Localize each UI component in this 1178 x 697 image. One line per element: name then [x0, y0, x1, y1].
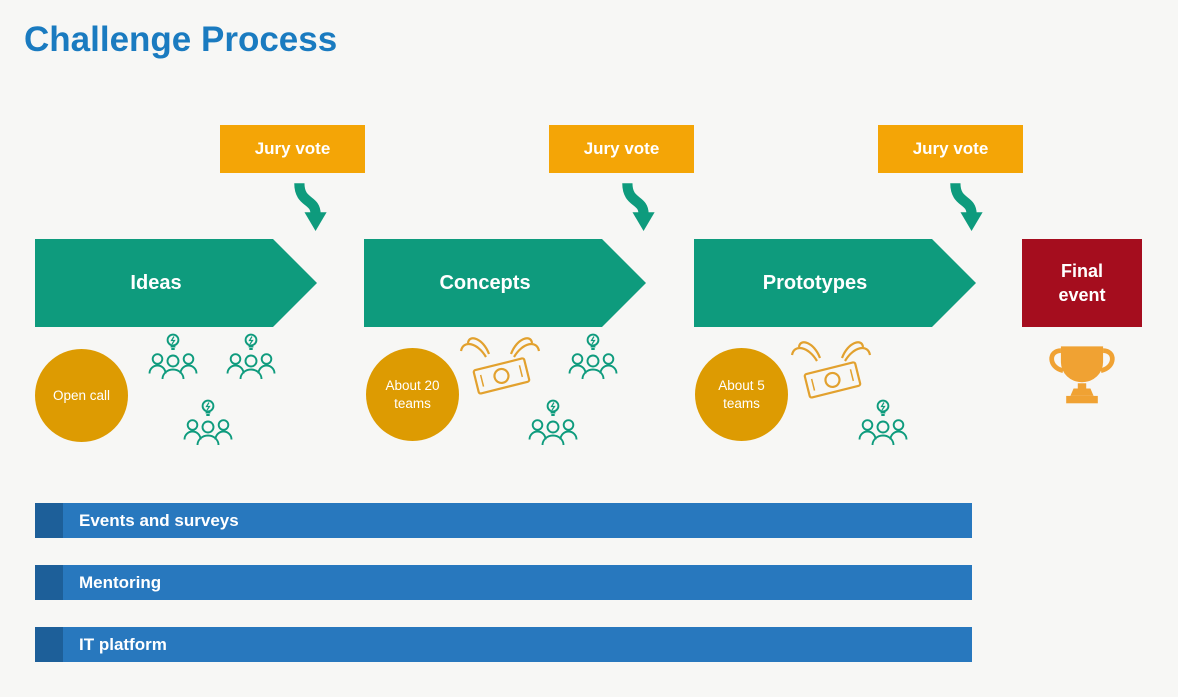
team-with-lightbulb-icon	[523, 398, 583, 450]
team-with-lightbulb-icon	[221, 332, 281, 384]
team-with-lightbulb-icon	[178, 398, 238, 450]
about-20-teams-badge: About 20 teams	[366, 348, 459, 441]
team-with-lightbulb-icon	[143, 332, 203, 384]
curved-down-arrow-icon	[618, 178, 664, 238]
badge-label: Open call	[52, 387, 111, 403]
final-event-label: Final event	[1058, 260, 1106, 305]
badge-label: About 5 teams	[718, 377, 765, 411]
stage-label: Concepts	[439, 271, 531, 294]
jury-vote-box-1: Jury vote	[220, 125, 365, 173]
support-bar-label: Events and surveys	[79, 510, 239, 530]
jury-vote-label: Jury vote	[254, 139, 331, 158]
jury-vote-box-2: Jury vote	[549, 125, 694, 173]
curved-down-arrow-icon	[290, 178, 336, 238]
stage-chevron-prototypes: Prototypes	[694, 239, 976, 327]
stage-label: Prototypes	[762, 271, 868, 294]
support-bar-label: Mentoring	[79, 572, 162, 592]
support-bar-events-and-surveys: Events and surveys	[35, 503, 972, 538]
jury-vote-label: Jury vote	[583, 139, 660, 158]
jury-vote-label: Jury vote	[912, 139, 989, 158]
support-bar-mentoring: Mentoring	[35, 565, 972, 600]
trophy-icon	[1043, 336, 1121, 420]
stage-label: Ideas	[130, 271, 182, 294]
jury-vote-box-3: Jury vote	[878, 125, 1023, 173]
final-event-box: Final event	[1022, 239, 1142, 327]
curved-down-arrow-icon	[946, 178, 992, 238]
bar-accent-square	[35, 565, 63, 600]
winged-money-icon	[455, 334, 547, 396]
open-call-badge: Open call	[35, 349, 128, 442]
badge-label: About 20 teams	[385, 377, 440, 411]
winged-money-icon	[786, 338, 878, 400]
bar-accent-square	[35, 627, 63, 662]
team-with-lightbulb-icon	[563, 332, 623, 384]
team-with-lightbulb-icon	[853, 398, 913, 450]
stage-chevron-concepts: Concepts	[364, 239, 646, 327]
bar-accent-square	[35, 503, 63, 538]
page-title: Challenge Process	[24, 20, 338, 59]
support-bar-label: IT platform	[79, 634, 167, 654]
about-5-teams-badge: About 5 teams	[695, 348, 788, 441]
support-bar-it-platform: IT platform	[35, 627, 972, 662]
stage-chevron-ideas: Ideas	[35, 239, 317, 327]
